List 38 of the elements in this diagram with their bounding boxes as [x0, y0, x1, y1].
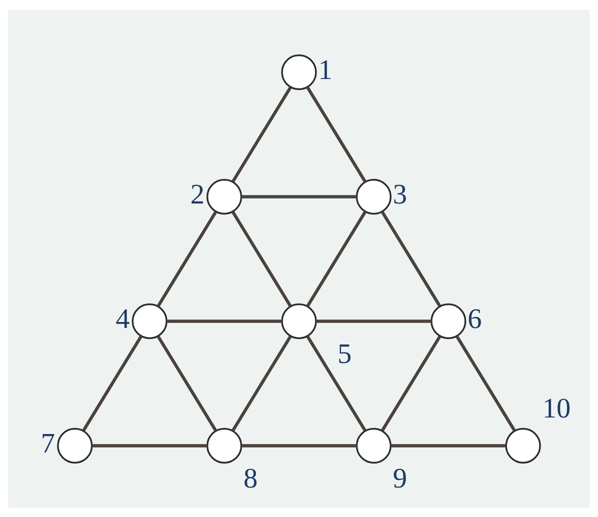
connector	[306, 210, 366, 307]
node-circle	[356, 178, 392, 214]
node-label: 5	[337, 338, 352, 370]
node-circle	[356, 427, 392, 464]
node-circle	[430, 302, 466, 339]
node-label: 10	[542, 392, 571, 424]
connector	[166, 319, 282, 322]
connector	[92, 444, 208, 447]
connector	[156, 335, 218, 432]
node-label: 6	[468, 304, 482, 335]
connector	[306, 335, 367, 432]
node-circle	[57, 427, 93, 464]
connector	[316, 319, 432, 322]
node-circle	[132, 302, 168, 339]
node-circle	[206, 178, 242, 214]
connector	[242, 444, 357, 447]
connector	[82, 335, 142, 432]
connector	[456, 335, 516, 432]
connector	[306, 86, 367, 182]
node-label: 3	[392, 179, 408, 210]
node-circle	[281, 302, 317, 339]
connector	[231, 335, 292, 432]
node-label: 7	[40, 428, 56, 460]
connector	[390, 444, 506, 447]
node-circle	[281, 54, 317, 90]
node-circle	[505, 427, 541, 464]
node-label: 1	[318, 54, 332, 86]
node-label: 9	[392, 463, 408, 494]
node-label: 4	[116, 304, 130, 335]
connector	[231, 86, 292, 182]
node-label: 8	[244, 463, 258, 494]
connector	[156, 210, 218, 307]
connector	[380, 210, 442, 307]
connector	[380, 335, 442, 432]
connector	[242, 194, 357, 198]
connector	[232, 210, 292, 307]
node-circle	[206, 427, 242, 464]
node-label: 2	[190, 179, 204, 210]
